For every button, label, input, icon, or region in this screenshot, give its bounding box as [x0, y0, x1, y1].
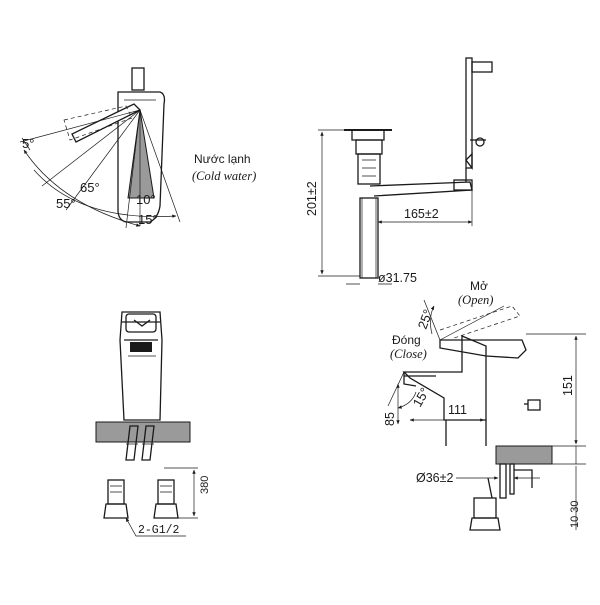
handle-open-ghost [439, 305, 521, 339]
aerator [130, 342, 152, 352]
handle-lever [71, 103, 142, 143]
popup-knob [471, 61, 493, 73]
linkage-arm [369, 181, 473, 197]
side-handle [439, 339, 527, 359]
pipe-diameter: ø31.75 [378, 271, 417, 285]
reach-165: 165±2 [404, 207, 439, 221]
cold-water-label: Nước lạnh [194, 152, 251, 166]
open-label: Mở [470, 279, 488, 293]
top-right-section-view: 201±2 165±2 ø31.75 [305, 57, 493, 285]
tail-pipe [359, 197, 379, 279]
deck-thickness: 10 30 [569, 500, 581, 528]
open-angle: 25° [415, 307, 436, 331]
spout-reach: 111 [448, 403, 467, 417]
angle-5: 5° [22, 136, 34, 151]
bottom-right-side-view: 25° 15° Mở (Open) Đóng (Close) 85 111 15… [383, 279, 586, 531]
height-201: 201±2 [305, 181, 319, 216]
open-label-en: (Open) [458, 293, 493, 307]
angle-10: 10° [136, 192, 156, 207]
bottom-left-front-view: 380 2-G1/2 [95, 311, 211, 537]
thread-size: 2-G1/2 [138, 524, 180, 537]
spout-height: 85 [383, 412, 397, 426]
handle-ghost [63, 105, 133, 141]
popup-rod [465, 57, 473, 169]
side-deck [495, 445, 553, 465]
close-label: Đóng [392, 333, 421, 347]
spout-shade [127, 109, 155, 199]
total-height: 151 [561, 375, 575, 396]
handle-stem [131, 67, 145, 91]
angle-65: 65° [80, 180, 100, 195]
angle-15: 15° [138, 212, 158, 227]
top-left-rotation-view: 5° 65° 55° 10° 15° Nước lạnh (Cold water… [19, 67, 256, 229]
hole-diameter: Ø36±2 [416, 471, 453, 485]
hose-length: 380 [199, 476, 211, 494]
deck-section [95, 421, 191, 443]
front-body [119, 311, 163, 421]
close-label-en: (Close) [390, 347, 427, 361]
side-body [402, 335, 487, 421]
angle-55: 55° [56, 196, 76, 211]
cold-water-label-en: (Cold water) [192, 169, 256, 183]
